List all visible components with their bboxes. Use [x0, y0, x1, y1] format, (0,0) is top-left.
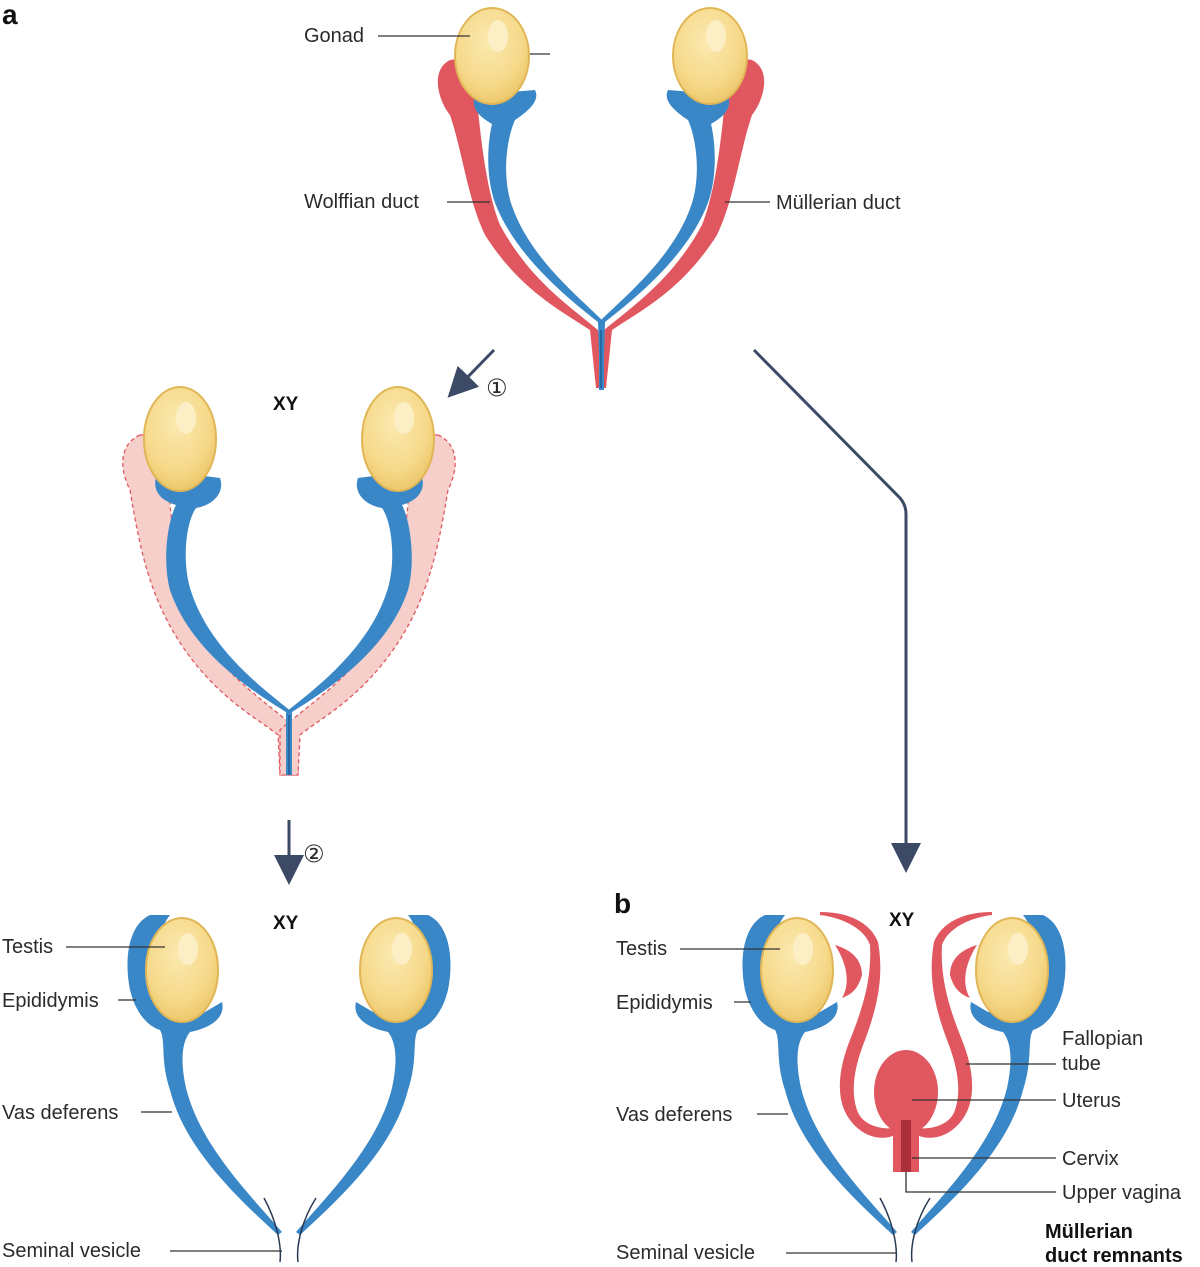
gonad-middle-left	[143, 386, 217, 492]
testis-highlight-b-right	[1008, 933, 1028, 965]
uterus	[874, 1050, 938, 1134]
wolffian-duct-left	[473, 90, 604, 390]
label-mullerian-duct: Müllerian duct	[776, 192, 901, 214]
upper-vagina	[901, 1120, 911, 1172]
testis-highlight-left	[178, 933, 198, 965]
arrow-to-panel-b	[752, 348, 921, 873]
testis-b-left	[760, 917, 834, 1023]
regressing-mullerian-right	[279, 434, 456, 776]
label-upper-vagina: Upper vagina	[1062, 1182, 1182, 1204]
karyotype-panel-b: XY	[889, 910, 915, 931]
label-gonad: Gonad	[304, 25, 364, 47]
label-vas-deferens-b: Vas deferens	[616, 1104, 732, 1126]
label-epididymis-a: Epididymis	[2, 990, 99, 1012]
step-1-marker: ①	[486, 374, 508, 402]
fimbria-right	[950, 945, 977, 998]
mullerian-duct-right	[596, 58, 765, 388]
seminal-vesicle-b-left	[879, 1197, 898, 1263]
mullerian-regression-diagram	[122, 386, 456, 776]
testis-highlight-right	[392, 933, 412, 965]
fallopian-tube-right	[915, 912, 992, 1138]
label-testis-b: Testis	[616, 938, 667, 960]
label-testis-a: Testis	[2, 936, 53, 958]
gonad-middle-right	[361, 386, 435, 492]
label-seminal-vesicle-a: Seminal vesicle	[2, 1240, 141, 1262]
label-fallopian-tube-line2: tube	[1062, 1053, 1101, 1075]
male-duct-diagram	[127, 915, 451, 1263]
testis-right	[359, 917, 433, 1023]
gonad-highlight-middle-right	[394, 402, 414, 434]
gonad-left	[454, 7, 530, 105]
wolffian-duct-right	[599, 90, 730, 390]
label-vas-deferens-a: Vas deferens	[2, 1102, 118, 1124]
karyotype-bottom: XY	[273, 913, 299, 934]
label-wolffian-duct: Wolffian duct	[304, 191, 419, 213]
fallopian-tube-left	[820, 912, 897, 1138]
fimbria-left	[835, 945, 862, 998]
karyotype-middle: XY	[273, 394, 299, 415]
label-epididymis-b: Epididymis	[616, 992, 713, 1014]
testis-highlight-b-left	[793, 933, 813, 965]
mullerian-duct-left	[437, 58, 606, 388]
arrow-step-1	[447, 348, 496, 398]
gonad-highlight-middle-left	[176, 402, 196, 434]
label-uterus: Uterus	[1062, 1090, 1121, 1112]
leader-upper-vagina	[905, 1172, 1056, 1193]
wolffian-duct-middle-right	[286, 470, 423, 775]
gonad-right	[672, 7, 748, 105]
gonad-highlight-left	[488, 20, 508, 52]
label-mullerian-remnants-line2: duct remnants	[1045, 1245, 1183, 1267]
indifferent-stage-diagram	[437, 7, 765, 390]
label-fallopian-tube-line1: Fallopian	[1062, 1028, 1143, 1050]
wolffian-duct-middle-left	[155, 470, 292, 775]
testis-left	[145, 917, 219, 1023]
panel-a-letter: a	[2, 0, 18, 30]
seminal-vesicle-b-right	[910, 1197, 931, 1263]
gonad-highlight-right	[706, 20, 726, 52]
seminal-vesicle-left	[263, 1197, 282, 1263]
label-seminal-vesicle-b: Seminal vesicle	[616, 1242, 755, 1264]
step-2-marker: ②	[303, 840, 325, 868]
label-mullerian-remnants-line1: Müllerian	[1045, 1221, 1133, 1243]
persistent-mullerian-diagram	[742, 912, 1066, 1263]
label-cervix: Cervix	[1062, 1148, 1119, 1170]
seminal-vesicle-right	[296, 1197, 317, 1263]
testis-b-right	[975, 917, 1049, 1023]
panel-b-letter: b	[614, 888, 631, 919]
